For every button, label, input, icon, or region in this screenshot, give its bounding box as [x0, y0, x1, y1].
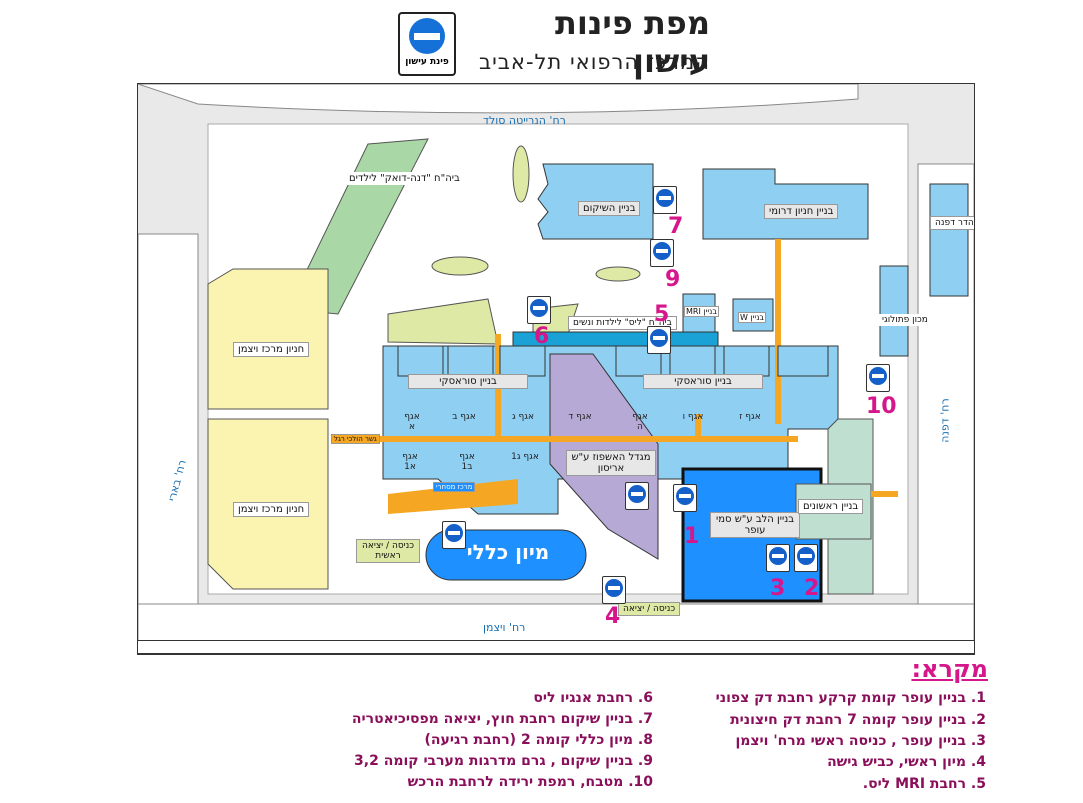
heart-building-label: בניין הלב ע"ש סמי עופר: [710, 512, 800, 538]
legend-item-3: 3. בניין עופר , כניסה ראשי מרח' ויצמן: [735, 733, 986, 749]
legend-item-2: 2. בניין עופר קומה 7 רחבת דק חיצונית: [730, 712, 986, 728]
marker-5: 5: [654, 302, 670, 327]
legend-item-1: 1. בניין עופר קומת קרקע רחבת דק צפוני: [715, 690, 986, 706]
marker-4: 4: [605, 604, 621, 629]
sourasky-label-1: בניין סוראסקי: [408, 374, 528, 389]
smoking-corner-icon[interactable]: [647, 326, 671, 354]
legend-item-8: 8. מיון כללי קומה 2 (רחבת רגיעה): [424, 732, 654, 748]
legend-item-6: 6. רחבת אנגיו ליס: [533, 690, 653, 706]
er-label: מיון כללי: [466, 540, 550, 564]
walk-bridge-label: גשר הולכי רגל: [331, 434, 380, 444]
pathology-label: מכון פתולוגי: [878, 314, 932, 326]
street-north: רח' הנרייטה סולד: [483, 114, 566, 127]
entrance-exit-label: כניסה / יציאה: [618, 602, 681, 616]
marker-3: 3: [770, 576, 786, 601]
wing-g-label: אגף ז: [739, 412, 761, 422]
rishonim-building-label: בניין ראשונים: [798, 499, 864, 514]
legend-item-7: 7. בניין שיקום רחבת חוץ, יציאה מפסיכיאטר…: [351, 711, 653, 727]
wing-b1-label: אגף ב1: [459, 452, 475, 472]
wing-f-label: אגף ו: [682, 412, 704, 422]
smoking-corner-icon[interactable]: [794, 544, 818, 572]
dana-hospital-label: ביה"ח "דנה-דואק" לילדים: [345, 172, 464, 185]
wing-b-label: אגף ב: [452, 412, 476, 422]
legend-item-9: 9. בניין שיקום , גרם מדרגות מערבי קומה 3…: [354, 753, 653, 769]
smoking-corner-icon[interactable]: [602, 576, 626, 604]
street-south: רח' ויצמן: [483, 621, 526, 634]
smoking-corner-icon[interactable]: [527, 296, 551, 324]
mri-building-label: בניין MRI: [684, 306, 719, 317]
smoking-corner-icon[interactable]: [650, 239, 674, 267]
legend-item-5: 5. רחבת MRI ליס.: [862, 776, 986, 792]
smoking-corner-icon[interactable]: [766, 544, 790, 572]
wing-a1-label: אגף א1: [402, 452, 418, 472]
campus-map: ביה"ח "דנה-דואק" לילדים בניין השיקום בני…: [137, 83, 975, 655]
arison-tower-label: מגדל האשפוז ע"ש אריסון: [566, 450, 656, 476]
smoking-corner-icon[interactable]: [673, 484, 697, 512]
marker-6: 6: [534, 324, 550, 349]
wing-e-label: אגף ה: [632, 412, 648, 432]
legend-title: מקרא:: [911, 655, 988, 683]
page-subtitle: המרכז הרפואי תל-אביב: [478, 50, 710, 74]
legend-item-4: 4. מיון ראשי, כביש גישה: [827, 754, 986, 770]
visitor-center-label: מרכז מסחרי: [433, 482, 476, 492]
map-bottom-strip: [137, 640, 975, 654]
smoking-corner-icon[interactable]: [866, 364, 890, 392]
smoking-corner-logo: פינת עישון: [398, 12, 456, 76]
smoking-corner-icon[interactable]: [625, 482, 649, 510]
wing-d-label: אגף ד: [568, 412, 592, 422]
w-building-label: בניין W: [738, 312, 767, 323]
weizmann-parking-label-2: חניון מרכז ויצמן: [233, 502, 310, 517]
wing-c-label: אגף ג: [511, 412, 535, 422]
weizmann-parking-label-1: חניון מרכז ויצמן: [233, 342, 310, 357]
legend-item-10: 10. מטבח, רמפת ירידה לרחבת הרכש: [407, 774, 653, 790]
marker-1: 1: [684, 524, 700, 549]
marker-10: 10: [866, 394, 897, 419]
wing-c1-label: אגף ג1: [511, 452, 539, 462]
smoking-corner-icon[interactable]: [653, 186, 677, 214]
hadar-dafna-label: בניין הדר דפנה: [930, 216, 974, 230]
street-east: רח' דפנה: [938, 398, 952, 443]
marker-9: 9: [665, 267, 681, 292]
page-title: מפת פינות עישון: [554, 4, 710, 80]
marker-2: 2: [804, 576, 820, 601]
main-entrance-label: כניסה / יציאה ראשית: [356, 539, 420, 563]
sourasky-label-2: בניין סוראסקי: [643, 374, 763, 389]
marker-7: 7: [668, 214, 684, 239]
rehab-building-label: בניין השיקום: [578, 201, 641, 216]
logo-caption: פינת עישון: [405, 57, 449, 67]
smoking-corner-icon[interactable]: [442, 521, 466, 549]
south-parking-label: בניין חניון דרומי: [764, 204, 839, 219]
map-canvas: [138, 84, 974, 654]
wing-a-label: אגף א: [404, 412, 420, 432]
